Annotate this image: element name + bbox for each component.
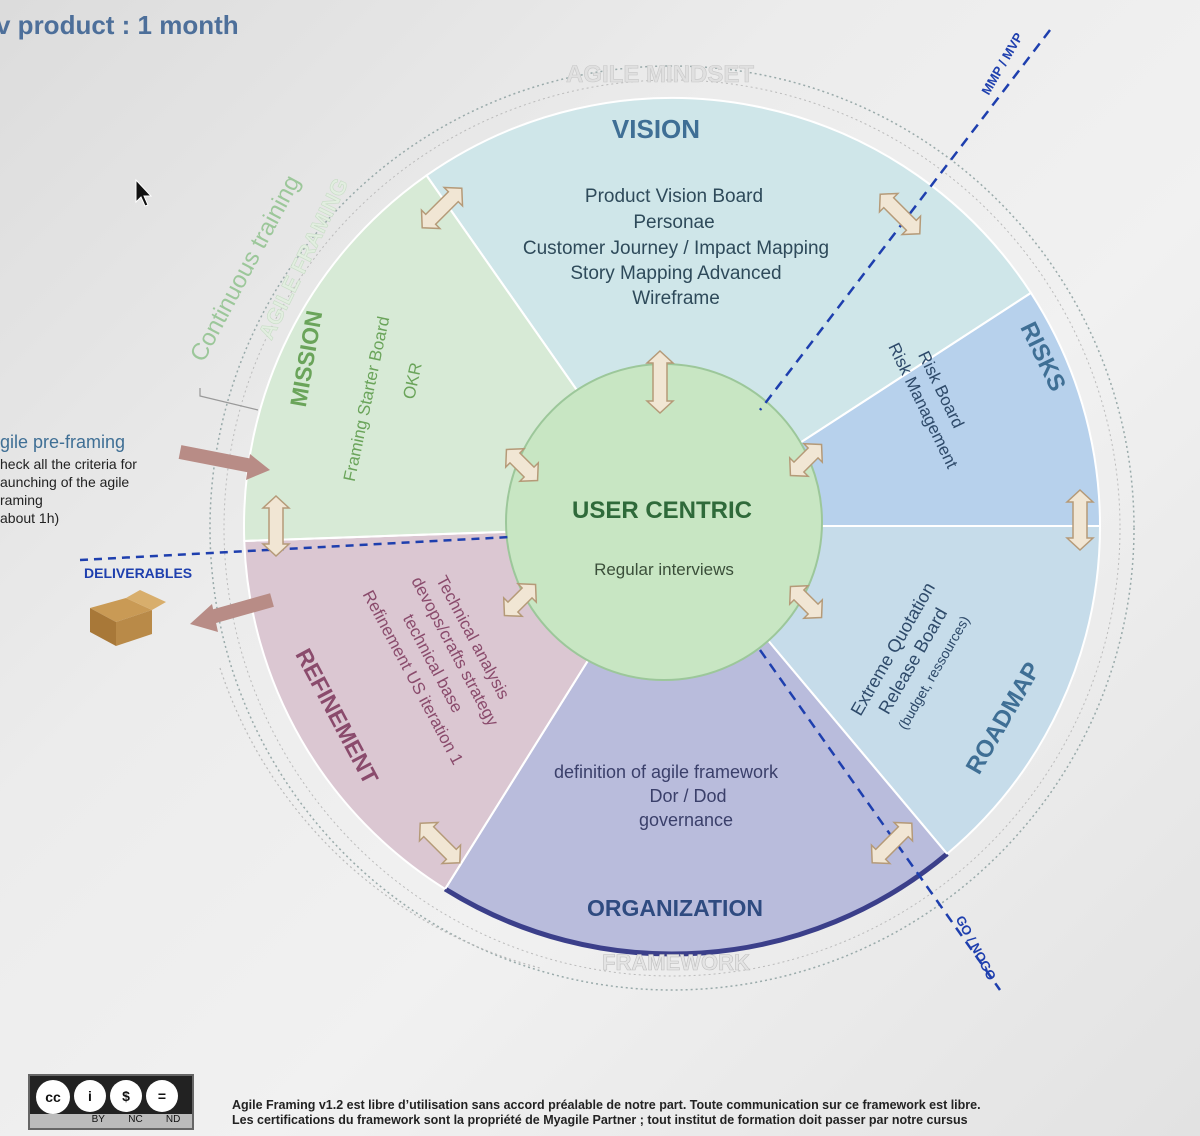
organization-rim <box>443 851 949 957</box>
badge-by: BY <box>91 1114 105 1125</box>
preframing-line: heck all the criteria for <box>0 456 137 472</box>
outer-ring-inner <box>223 79 1121 977</box>
by-icon: i <box>74 1080 106 1112</box>
preframing-line: raming <box>0 492 43 508</box>
license-text: Agile Framing v1.2 est libre d’utilisati… <box>232 1098 1172 1128</box>
training-bracket <box>199 388 259 411</box>
refinement-mission-arrow <box>261 494 291 558</box>
organization-item: definition of agile framework <box>554 762 779 782</box>
nd-icon: = <box>146 1080 178 1112</box>
risks-roadmap-arrow <box>1065 488 1095 552</box>
organization-item: governance <box>639 810 733 830</box>
vision-item: Customer Journey / Impact Mapping <box>523 238 829 259</box>
preframing-arrowhead <box>246 454 270 480</box>
preframing-arrow <box>178 445 254 473</box>
vision-item: Personae <box>633 212 714 233</box>
sector-divider <box>772 646 948 855</box>
preframing-title: gile pre-framing <box>0 432 125 452</box>
sector-divider <box>244 530 515 542</box>
mmp-label: MMP / MVP <box>978 30 1026 98</box>
mission-center-arrow <box>504 447 540 483</box>
sector-divider <box>444 659 590 890</box>
spoke-group <box>244 174 1100 890</box>
mouse-cursor-icon <box>135 178 153 207</box>
mission-vision-arrow <box>420 186 464 230</box>
arrow-group <box>261 186 1095 865</box>
center-title: USER CENTRIC <box>572 497 752 524</box>
sector-divider <box>425 174 583 398</box>
cc-license-badge[interactable]: cc i $ = BY NC ND <box>28 1074 194 1130</box>
vision-title: VISION <box>612 114 700 144</box>
vision-item: Story Mapping Advanced <box>570 263 781 284</box>
license-line: Les certifications du framework sont la … <box>232 1113 968 1127</box>
badge-nd: ND <box>165 1114 181 1125</box>
nc-icon: $ <box>110 1080 142 1112</box>
sector-divider <box>803 292 1032 441</box>
preframing-line: about 1h) <box>0 510 59 526</box>
org-refinement-arrow <box>418 821 462 865</box>
preframing-line: aunching of the agile <box>0 474 129 490</box>
deliverables-label: DELIVERABLES <box>84 565 192 581</box>
center-subtitle: Regular interviews <box>594 560 734 579</box>
deliverables-dashed-line <box>79 535 511 562</box>
framework-label: FRAMEWORK <box>602 950 750 975</box>
vision-center-arrow <box>645 349 675 415</box>
deliverables-arrow <box>206 593 274 625</box>
organization-title: ORGANIZATION <box>587 895 763 921</box>
refinement-center-arrow <box>502 582 538 618</box>
outer-ring <box>209 65 1135 991</box>
sector-group <box>243 97 1102 957</box>
roadmap-org-arrow <box>870 821 914 865</box>
deliverables-arrowhead <box>190 604 218 632</box>
vision-risks-arrow <box>878 192 922 236</box>
vision-item: Product Vision Board <box>585 186 763 207</box>
roadmap-center-arrow <box>788 584 824 620</box>
gonogo-label: GO / NOGO <box>953 913 999 983</box>
cc-icon: cc <box>36 1080 70 1114</box>
vision-item: Wireframe <box>632 288 720 309</box>
risks-center-arrow <box>788 442 824 478</box>
gonogo-dashed-line <box>758 649 1002 991</box>
license-line: Agile Framing v1.2 est libre d’utilisati… <box>232 1098 981 1112</box>
agile-mindset-label: AGILE MINDSET <box>566 61 754 88</box>
deliverables-box-icon <box>90 590 166 646</box>
header-subtitle: v product : 1 month <box>0 10 239 40</box>
organization-item: Dor / Dod <box>649 786 726 806</box>
badge-nc: NC <box>128 1114 143 1125</box>
